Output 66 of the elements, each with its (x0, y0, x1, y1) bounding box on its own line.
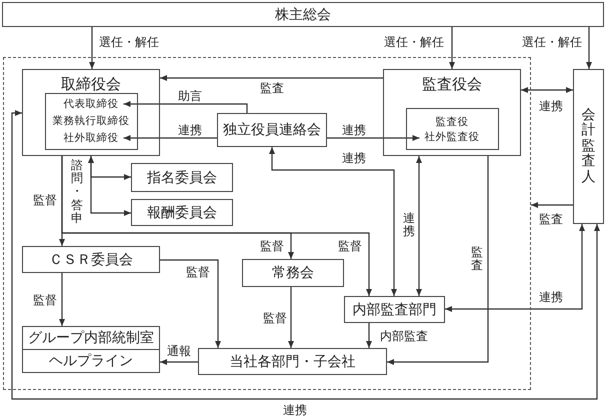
edge-label: 連携 (341, 123, 367, 137)
role-label: 業務執行取締役 (48, 114, 134, 128)
arrow (160, 75, 383, 81)
role-label: 監査役 (430, 115, 474, 129)
arrow (531, 202, 573, 208)
org-box: 報酬委員会 (131, 199, 233, 226)
arrow (387, 156, 489, 365)
edge-label: 通報 (166, 344, 192, 358)
org-box (22, 69, 160, 156)
double-arrow (88, 156, 131, 216)
double-arrow (416, 156, 422, 296)
edge-label: 監督 (262, 311, 288, 325)
org-box: ＣＳＲ委員会 (22, 246, 160, 273)
arrow (61, 156, 372, 296)
org-box: グループ内部統制室 (22, 326, 160, 350)
arrow (124, 135, 217, 141)
arrow (124, 101, 248, 113)
double-arrow (445, 224, 585, 312)
arrow (327, 135, 420, 141)
arrow (59, 273, 65, 326)
role-list-box (406, 108, 499, 150)
edge-label: 監督 (32, 293, 58, 307)
org-box: ヘルプライン (22, 349, 160, 373)
edge-label: 助言 (177, 89, 203, 103)
edge-label: 監査 (471, 246, 483, 272)
edge-label: 連携 (403, 212, 415, 238)
org-box: 指名委員会 (131, 163, 233, 192)
role-list-box (45, 93, 138, 150)
org-box: 内部監査部門 (344, 296, 445, 323)
edge-label: 連携 (341, 151, 367, 165)
role-label: 代表取締役 (58, 97, 124, 111)
role-label: 社外取締役 (58, 131, 124, 145)
org-box: 当社各部門・子会社 (198, 348, 387, 375)
box-title: 監査役会 (422, 74, 482, 94)
edge-label: 監督 (337, 239, 363, 253)
org-box: 常務会 (242, 259, 344, 287)
arrow (160, 259, 221, 348)
edge-label: 監督 (259, 239, 285, 253)
edge-label: 連携 (538, 99, 564, 113)
arrow (449, 27, 455, 69)
role-label: 社外監査役 (420, 130, 484, 144)
arrow (586, 27, 592, 69)
double-arrow (521, 87, 573, 93)
edge-label: 選任・解任 (98, 35, 160, 49)
org-box (383, 69, 521, 156)
double-arrow (269, 147, 397, 296)
edge-label: 連携 (538, 290, 564, 304)
edge-label: 連携 (282, 403, 308, 417)
edge-label: 内部監査 (379, 329, 429, 343)
arrow (89, 27, 95, 69)
edge-label: 監督 (32, 193, 58, 207)
edge-label: 監査 (259, 81, 285, 95)
org-box: 株主総会 (2, 2, 604, 27)
arrow (366, 323, 372, 348)
edge-label: 監督 (185, 265, 211, 279)
org-box: 独立役員連絡会 (217, 113, 327, 147)
org-box: 会計監査人 (573, 69, 604, 224)
edge-label: 監査 (538, 212, 564, 226)
arrow (160, 359, 198, 365)
box-title: 取締役会 (61, 74, 121, 94)
edge-label: 諮問・答申 (71, 159, 83, 225)
edge-label: 選任・解任 (383, 35, 445, 49)
edge-label: 選任・解任 (521, 35, 583, 49)
double-arrow (11, 110, 600, 400)
arrow (288, 287, 294, 348)
edge-label: 連携 (177, 123, 203, 137)
